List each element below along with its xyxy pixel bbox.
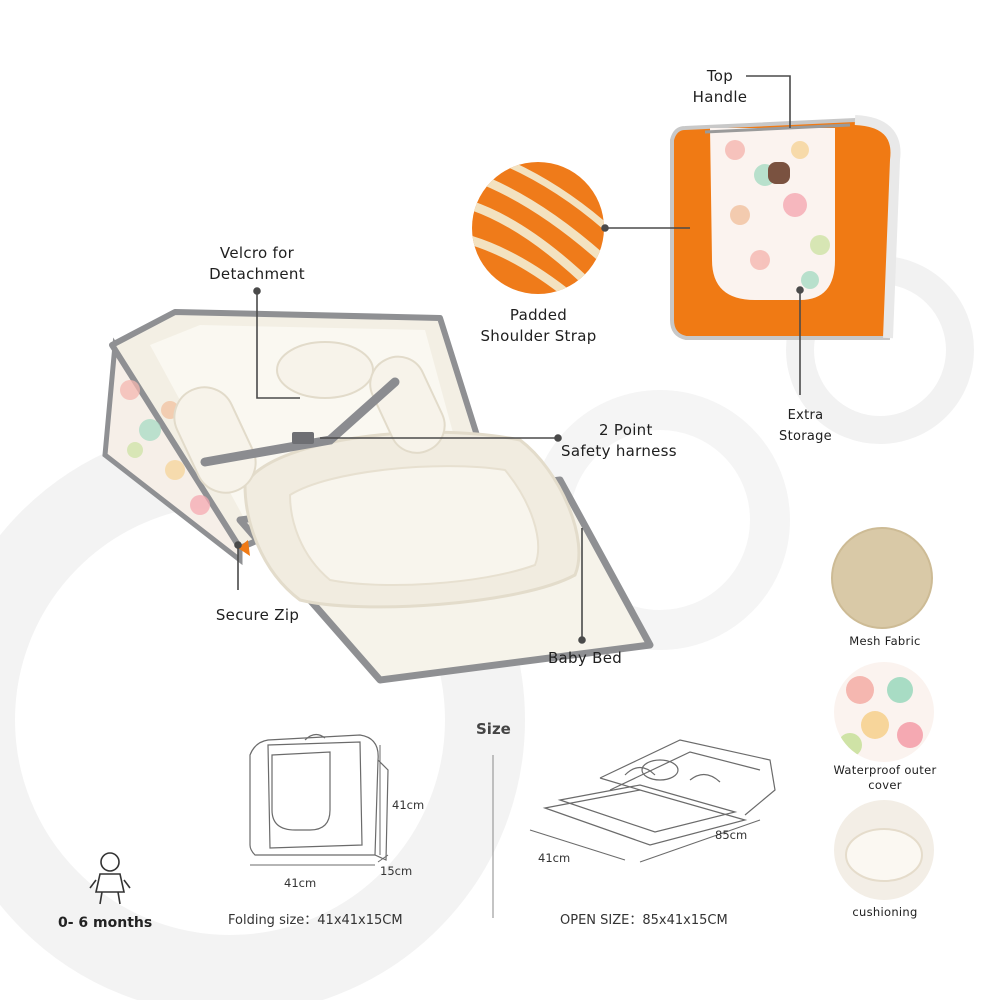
- open-size-caption: OPEN SIZE：85x41x15CM: [560, 913, 728, 928]
- folding-size-caption: Folding size：41x41x15CM: [228, 913, 403, 928]
- callout-top-handle-line1: Top: [706, 67, 734, 85]
- callout-secure-zip: Secure Zip: [215, 606, 300, 624]
- callout-harness: 2 Point Safety harness: [555, 420, 711, 462]
- age-range-label: 0- 6 months: [58, 915, 153, 931]
- open-length-label: 85cm: [715, 828, 748, 842]
- callout-harness-line1: 2 Point: [599, 421, 653, 439]
- callout-padded-strap: Padded Shoulder Strap: [466, 305, 611, 347]
- feature-label-cushioning: cushioning: [852, 905, 918, 919]
- open-width-label: 41cm: [538, 851, 571, 865]
- feature-label-waterproof: Waterproof outer cover: [833, 763, 937, 792]
- folding-depth-label: 15cm: [380, 864, 413, 878]
- size-heading: Size: [476, 720, 511, 738]
- callout-top-handle-line2: Handle: [692, 88, 748, 106]
- callout-top-handle: Top Handle: [690, 66, 750, 108]
- callout-extra-storage-line1: Extra: [787, 408, 824, 423]
- callout-velcro-line2: Detachment: [209, 265, 305, 283]
- callout-padded-strap-line1: Padded: [509, 306, 568, 324]
- callout-velcro-line1: Velcro for: [219, 244, 295, 262]
- callout-extra-storage: Extra Storage: [768, 405, 843, 447]
- callout-baby-bed: Baby Bed: [547, 649, 623, 667]
- feature-label-mesh: Mesh Fabric: [849, 634, 921, 648]
- folding-height-label: 41cm: [392, 798, 425, 812]
- callout-padded-strap-line2: Shoulder Strap: [480, 327, 597, 345]
- callout-harness-line2: Safety harness: [561, 442, 677, 460]
- callout-velcro: Velcro for Detachment: [192, 243, 322, 285]
- callout-extra-storage-line2: Storage: [779, 429, 832, 444]
- folding-width-label: 41cm: [284, 876, 317, 890]
